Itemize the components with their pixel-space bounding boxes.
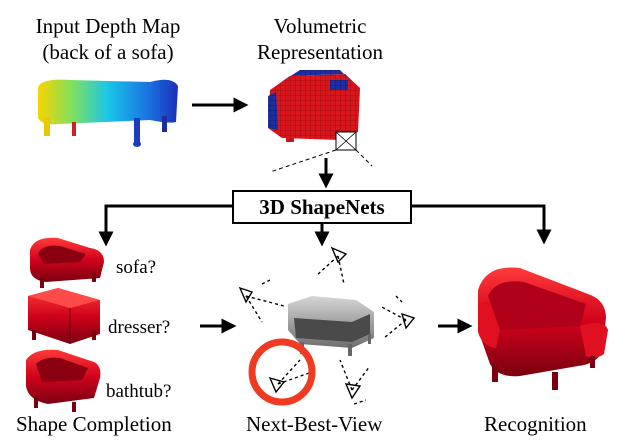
volumetric-subtitle: Representation <box>257 40 383 64</box>
candidate-dresser-image <box>28 288 100 344</box>
shape-completion-label: Shape Completion <box>16 412 172 436</box>
candidate-bathtub-image <box>26 349 101 412</box>
shapenets-label: 3D ShapeNets <box>259 194 385 219</box>
input-subtitle: (back of a sofa) <box>42 40 174 64</box>
volumetric-title: Volumetric <box>273 14 367 38</box>
label-dresser: dresser? <box>108 317 171 338</box>
candidate-sofa-image <box>30 237 104 288</box>
depth-map-image <box>38 79 178 147</box>
branch-connectors <box>98 204 552 247</box>
next-best-view-label: Next-Best-View <box>246 412 383 436</box>
recognized-sofa-image <box>478 267 608 390</box>
voxel-cube-detail <box>269 131 373 173</box>
recognition-label: Recognition <box>484 412 587 436</box>
input-title: Input Depth Map <box>35 14 181 38</box>
camera-views <box>238 246 416 405</box>
label-sofa: sofa? <box>116 257 157 278</box>
shapenets-box: 3D ShapeNets <box>232 190 412 224</box>
selected-view-highlight <box>248 338 316 406</box>
label-bathtub: bathtub? <box>106 381 172 402</box>
